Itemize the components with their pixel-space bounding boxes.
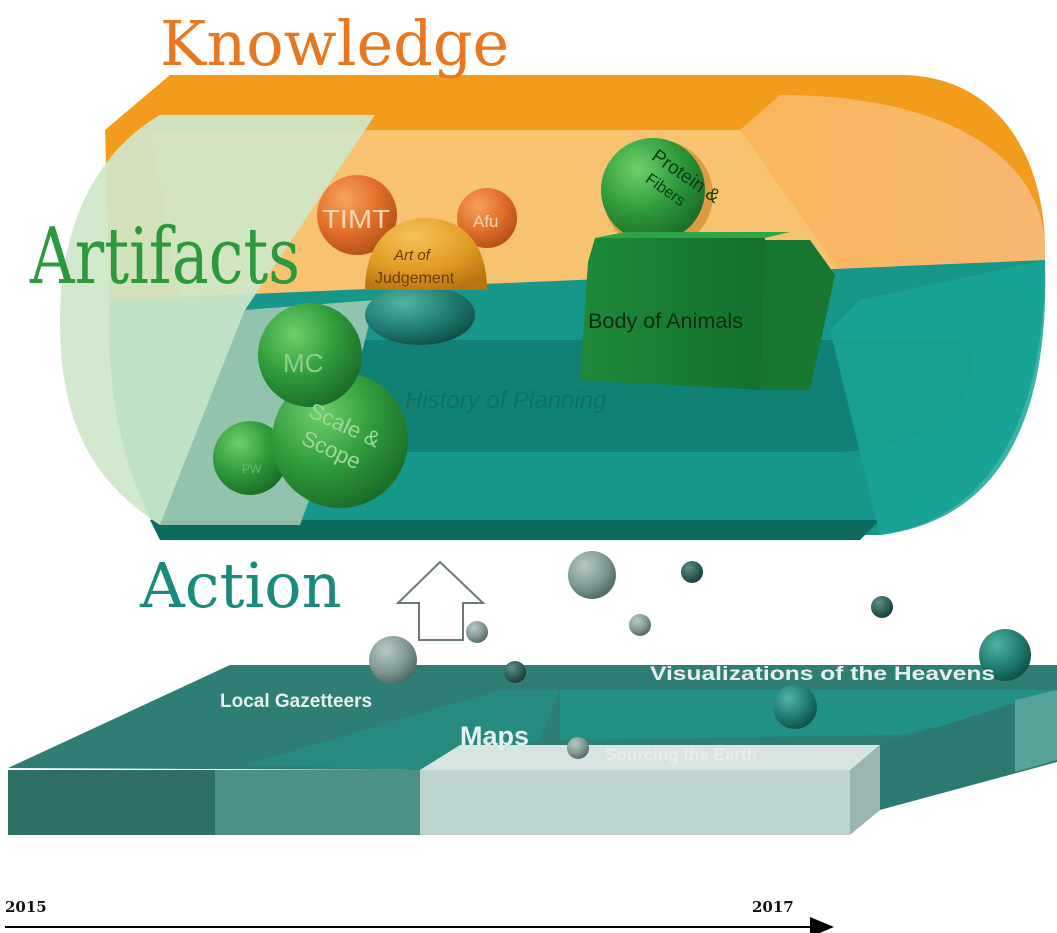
art-of-judgement-line: Art of bbox=[393, 247, 432, 264]
mc-sphere bbox=[258, 303, 362, 407]
capsule-right-cap-teal bbox=[830, 260, 1046, 535]
body-of-animals-label: Body of Animals bbox=[588, 310, 743, 333]
visualizations-of-the-heavens-label: Visualizations of the Heavens bbox=[650, 664, 995, 685]
protein-fibers-sphere bbox=[601, 138, 705, 242]
body-of-animals-box-top bbox=[595, 232, 790, 238]
green-cluster: MC Scale & Scope PW bbox=[213, 303, 408, 508]
teal-ball-hidden bbox=[365, 285, 475, 345]
body-of-animals-box-front bbox=[580, 238, 765, 390]
platform-grey-slab-side bbox=[850, 745, 880, 835]
art-of-judgement-label: Art of Judgement bbox=[375, 247, 455, 287]
capsule bbox=[60, 75, 1046, 540]
maps-label: Maps bbox=[460, 721, 529, 751]
up-arrow-outline bbox=[395, 560, 486, 641]
floating-spheres bbox=[466, 551, 893, 643]
platform-front-left bbox=[8, 770, 215, 835]
float-sphere bbox=[681, 561, 703, 583]
timt-label: TIMT bbox=[322, 204, 390, 234]
orange-cluster: TIMT Afu Art of Judgement bbox=[317, 175, 517, 290]
platform-sphere bbox=[567, 737, 589, 759]
afu-label: Afu bbox=[473, 212, 499, 231]
platform-right-side bbox=[880, 690, 1057, 810]
capsule-left-cap bbox=[60, 115, 375, 525]
platform-right-side-light bbox=[1015, 690, 1057, 772]
timeline: 2015 2017 bbox=[5, 898, 834, 933]
mc-label: MC bbox=[283, 348, 323, 378]
afu-sphere bbox=[457, 188, 517, 248]
history-of-planning-label: History of Planning bbox=[405, 387, 607, 414]
timt-sphere bbox=[317, 175, 397, 255]
local-gazetteers-label: Local Gazetteers bbox=[220, 691, 372, 712]
platform-sphere bbox=[504, 661, 526, 683]
action-label: Action bbox=[139, 549, 342, 622]
art-of-judgement-dome bbox=[365, 218, 487, 290]
platform bbox=[8, 665, 1057, 835]
pw-label: PW bbox=[242, 462, 262, 476]
platform-sphere bbox=[369, 636, 417, 684]
pw-sphere bbox=[213, 421, 287, 495]
body-of-animals-box-side bbox=[760, 240, 835, 390]
platform-grey-slab-front bbox=[420, 770, 850, 835]
platform-sphere bbox=[979, 629, 1031, 681]
capsule-right-cap bbox=[740, 95, 1045, 300]
capsule-bottom-rim bbox=[150, 520, 880, 540]
art-of-judgement-line: Judgement bbox=[375, 270, 455, 287]
float-sphere bbox=[568, 551, 616, 599]
platform-spheres bbox=[369, 629, 1031, 759]
animals-cluster: Protein & Fibers Body of Animals bbox=[580, 138, 835, 390]
timeline-end-label: 2017 bbox=[752, 898, 794, 916]
platform-sphere bbox=[773, 685, 817, 729]
timeline-start-label: 2015 bbox=[5, 898, 47, 916]
platform-grey-slab-top bbox=[420, 745, 880, 770]
float-sphere bbox=[871, 596, 893, 618]
sourcing-the-earth-label: Sourcing the Earth bbox=[605, 745, 757, 764]
knowledge-label: Knowledge bbox=[160, 7, 509, 80]
platform-front-mid bbox=[215, 770, 420, 835]
artifacts-label: Artifacts bbox=[29, 212, 300, 302]
float-sphere bbox=[629, 614, 651, 636]
float-sphere bbox=[466, 621, 488, 643]
